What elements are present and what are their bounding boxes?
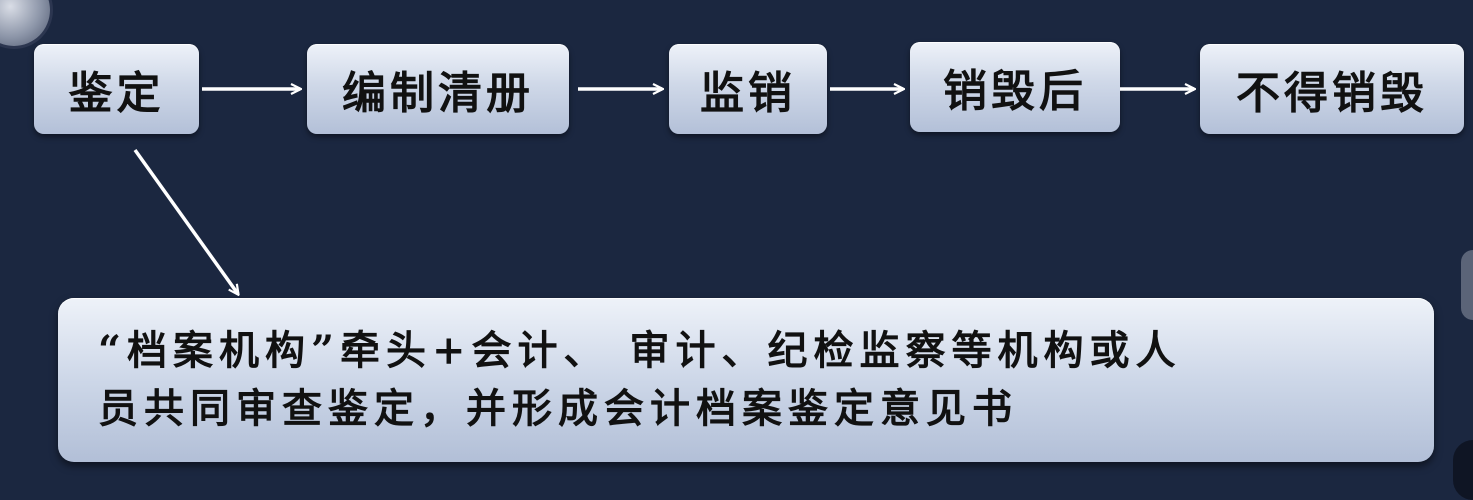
edge-decoration-bottom (1453, 440, 1473, 500)
note-line-2: 员共同审查鉴定，并形成会计档案鉴定意见书 (98, 385, 1018, 432)
step-after-destruction: 销毁后 (910, 42, 1120, 132)
arrow-to-note (133, 148, 238, 294)
note-line-1: “档案机构”牵头+会计、 审计、纪检监察等机构或人 (98, 327, 1182, 374)
appraisal-note-box: “档案机构”牵头+会计、 审计、纪检监察等机构或人 员共同审查鉴定，并形成会计档… (58, 298, 1434, 462)
logo-icon (0, 0, 50, 46)
step-must-not-destroy: 不得销毁 (1200, 44, 1464, 134)
edge-decoration (1461, 250, 1473, 320)
step-supervise-destruction: 监销 (669, 44, 827, 134)
step-appraisal: 鉴定 (34, 44, 199, 134)
step-compile-list: 编制清册 (307, 44, 569, 134)
